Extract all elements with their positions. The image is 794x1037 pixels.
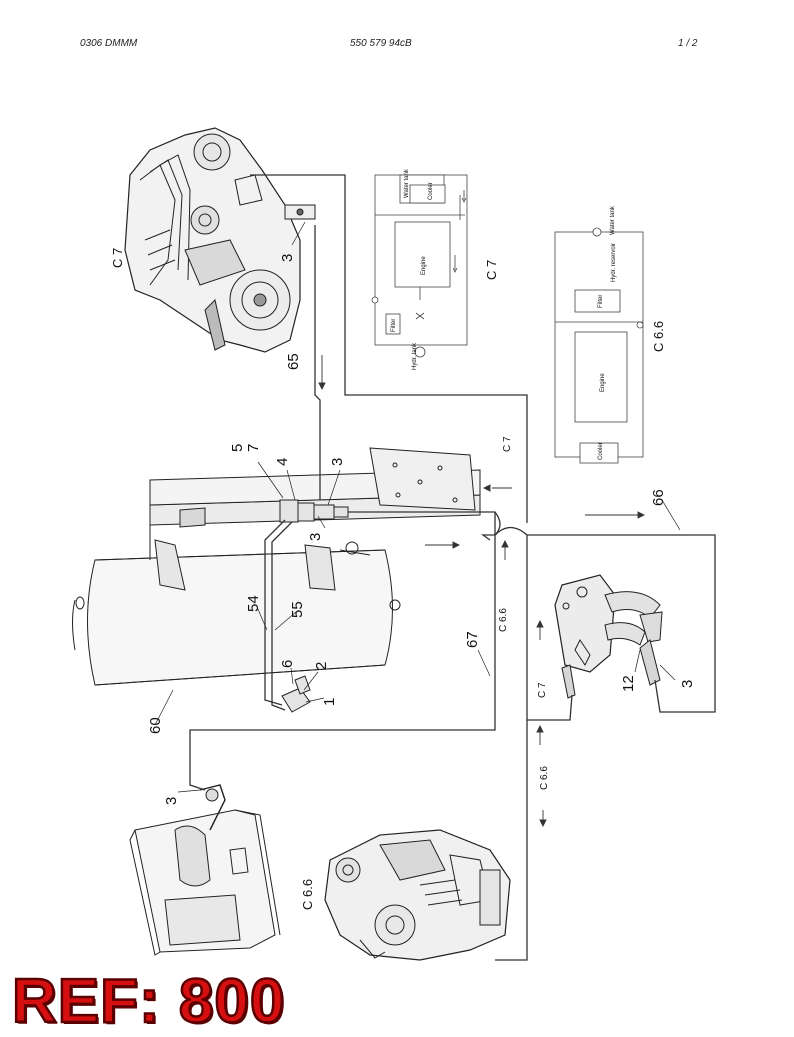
hose-line-c7-manifold	[526, 535, 573, 721]
callout-12: 12	[620, 675, 637, 692]
callout-1: 1	[321, 698, 338, 706]
callout-54: 54	[245, 595, 262, 612]
schematic-c66-labels: Water tank Hydr. reservoir Filter Engine…	[598, 205, 617, 460]
schematic-c66	[554, 227, 644, 464]
hose-line-67	[189, 512, 496, 791]
callout-4: 4	[274, 458, 291, 466]
pump-frame-drawing	[129, 784, 281, 956]
callout-7: 7	[245, 444, 262, 452]
schematic-c7-water-tank-label: Water tank	[404, 168, 410, 198]
schematic-c66-hydr-reservoir-label: Hydr. reservoir	[611, 243, 617, 282]
schematic-c7-cooler-box	[409, 184, 446, 204]
hose-line-66	[494, 526, 716, 713]
header-doc-code: 0306 DMMM	[80, 38, 138, 49]
variant-c7-engine: C 7	[110, 248, 125, 268]
variant-c7-manifold: C 7	[537, 682, 548, 698]
tank-and-frame-drawing	[72, 447, 481, 686]
schematic-c66-engine-label: Engine	[600, 373, 606, 392]
schematic-c66-engine-box	[574, 331, 628, 423]
schematic-c66-filter-label: Filter	[598, 295, 604, 308]
callout-60: 60	[147, 717, 164, 734]
callout-67: 67	[464, 631, 481, 648]
schematic-c7-engine-label: Engine	[421, 256, 427, 275]
schematic-c7-hydr-tank-label: Hydr. tank	[412, 342, 418, 370]
flow-arrows	[318, 355, 646, 828]
header-page-number: 1 / 2	[678, 38, 698, 49]
callouts: 3 65 5 7 4 3 3 54 55 6 2 1 60 67 3 66 12…	[147, 254, 696, 805]
hose-line-55	[271, 521, 293, 711]
schematic-c7-labels: Water tank Cooler Engine Filter Hydr. ta…	[391, 168, 434, 370]
callout-3-manifold: 3	[679, 680, 696, 688]
callout-55: 55	[289, 601, 306, 618]
schematic-c66-cooler-label: Cooler	[598, 442, 604, 460]
valve-block-drawing	[279, 499, 349, 523]
callout-6: 6	[279, 660, 296, 668]
schematic-c66-water-tank-label: Water tank	[610, 205, 616, 235]
callout-3-bottom: 3	[163, 797, 180, 805]
schematic-c7-filter-box	[385, 313, 401, 335]
callout-3-valve-lower: 3	[307, 533, 324, 541]
variant-c66-bottom-engine: C 6.6	[300, 879, 315, 910]
variant-c7-line: C 7	[502, 436, 513, 452]
variant-c7-schematic: C 7	[484, 260, 499, 280]
schematic-c66-filter-box	[574, 289, 621, 313]
callout-5: 5	[229, 444, 246, 452]
manifold-drawing	[554, 574, 663, 699]
schematic-c7-filter-label: Filter	[391, 319, 397, 332]
hose-line-54	[264, 519, 286, 706]
variant-c66-vertical: C 6.6	[539, 766, 550, 790]
callout-3-valve: 3	[329, 458, 346, 466]
variant-c66-schematic: C 6.6	[651, 321, 666, 352]
header-part-number: 550 579 94cB	[350, 38, 412, 49]
lower-valve-drawing	[281, 675, 311, 713]
schematic-c66-cooler-box	[579, 442, 619, 464]
schematic-c7-cooler-label: Cooler	[428, 182, 434, 200]
engine-c66-drawing	[324, 829, 511, 961]
callout-65: 65	[285, 353, 302, 370]
variant-c66-line: C 6.6	[498, 608, 509, 632]
hose-lines	[189, 174, 716, 961]
callout-66: 66	[650, 489, 667, 506]
hose-line-c66-bottom	[495, 720, 528, 961]
schematic-c7	[371, 174, 468, 358]
callout-3-engine: 3	[279, 254, 296, 262]
callout-2: 2	[313, 662, 330, 670]
hose-line-c7-top	[250, 174, 528, 523]
hose-line-65	[314, 225, 321, 500]
variant-labels: C 7 C 7 C 6.6 C 7 C 6.6 C 7 C 6.6 C 6.6	[110, 248, 666, 910]
schematic-c7-engine-box	[394, 221, 451, 288]
ref-stamp: REF: 800	[11, 966, 286, 1037]
engine-c7-drawing	[124, 127, 316, 353]
leader-lines	[154, 221, 681, 793]
